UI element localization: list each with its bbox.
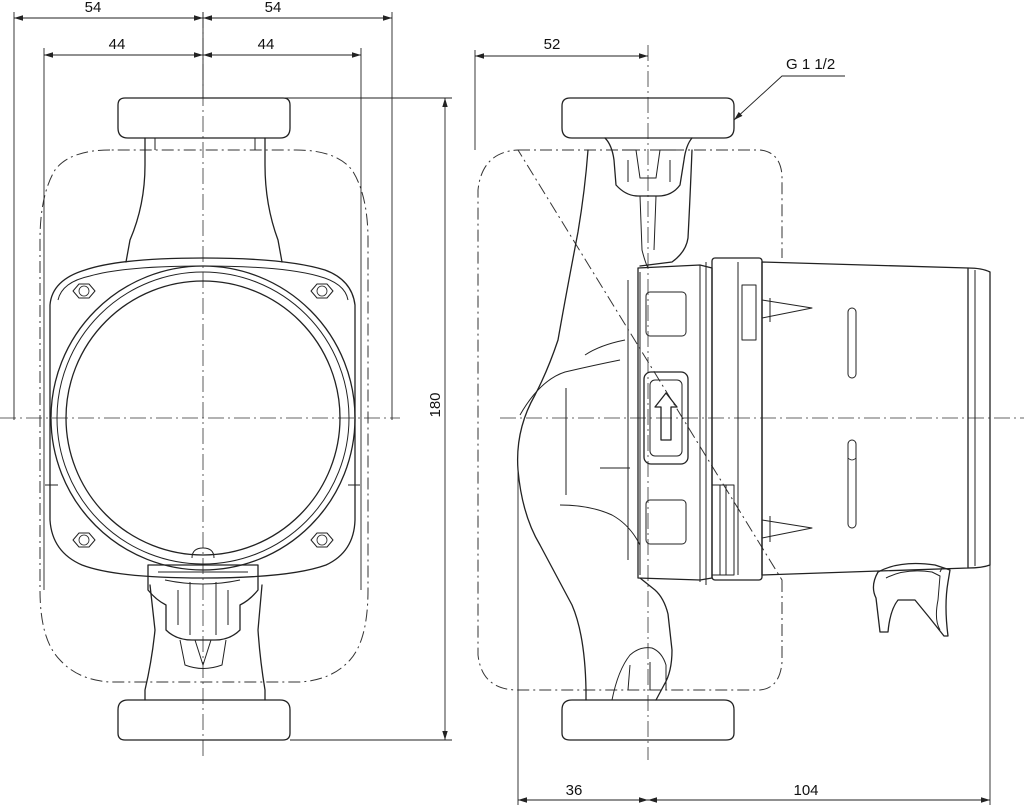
side-display-panel xyxy=(643,371,689,465)
dim-label-thread: G 1 1/2 xyxy=(786,56,835,73)
dimension-labels: 54 54 44 44 180 52 G 1 1/2 36 104 xyxy=(85,0,836,799)
front-bottom-neck xyxy=(144,584,266,701)
dim-label-180: 180 xyxy=(427,392,444,417)
front-bolt-bottom-right xyxy=(310,532,334,548)
side-cover-slot-1 xyxy=(847,307,857,379)
side-spike-top xyxy=(761,298,813,322)
front-bolt-top-right xyxy=(310,283,334,299)
dimension-lines xyxy=(13,12,991,805)
side-bracket xyxy=(872,562,951,637)
side-upper-button xyxy=(645,291,687,337)
side-view xyxy=(477,45,1024,760)
dim-label-52: 52 xyxy=(544,36,561,53)
side-top-flange xyxy=(561,97,735,139)
dim-label-104: 104 xyxy=(793,782,818,799)
front-motor-mid-circle xyxy=(56,271,350,565)
front-top-flange xyxy=(117,97,291,139)
side-top-port xyxy=(604,137,693,197)
front-bottom-knob xyxy=(191,547,215,559)
front-bolt-top-left xyxy=(72,283,96,299)
side-lower-button xyxy=(645,499,687,545)
dim-label-44-right: 44 xyxy=(258,36,275,53)
side-pump-body xyxy=(516,149,589,701)
dim-label-54-right: 54 xyxy=(265,0,282,16)
front-motor-inner-circle xyxy=(65,280,341,556)
side-bottom-flange xyxy=(561,699,735,741)
front-bottom-flange xyxy=(117,699,291,741)
side-motor-ring xyxy=(637,264,713,581)
side-motor-cover xyxy=(761,261,969,576)
front-top-neck xyxy=(125,137,283,263)
front-bolt-bottom-left xyxy=(72,532,96,548)
front-mounting-plate xyxy=(49,257,356,579)
dim-label-36: 36 xyxy=(566,782,583,799)
front-motor-outer-circle xyxy=(50,265,356,571)
dim-label-44-left: 44 xyxy=(109,36,126,53)
front-view xyxy=(0,12,400,760)
thread-leader-line xyxy=(733,75,845,121)
dim-label-54-left: 54 xyxy=(85,0,102,16)
side-spike-bottom xyxy=(761,516,813,542)
front-bottom-port-body xyxy=(147,564,259,641)
front-outer-envelope xyxy=(39,149,369,683)
flow-direction-arrow-icon xyxy=(654,392,678,441)
side-cover-slot-2 xyxy=(847,439,857,529)
side-outer-envelope xyxy=(477,149,783,691)
